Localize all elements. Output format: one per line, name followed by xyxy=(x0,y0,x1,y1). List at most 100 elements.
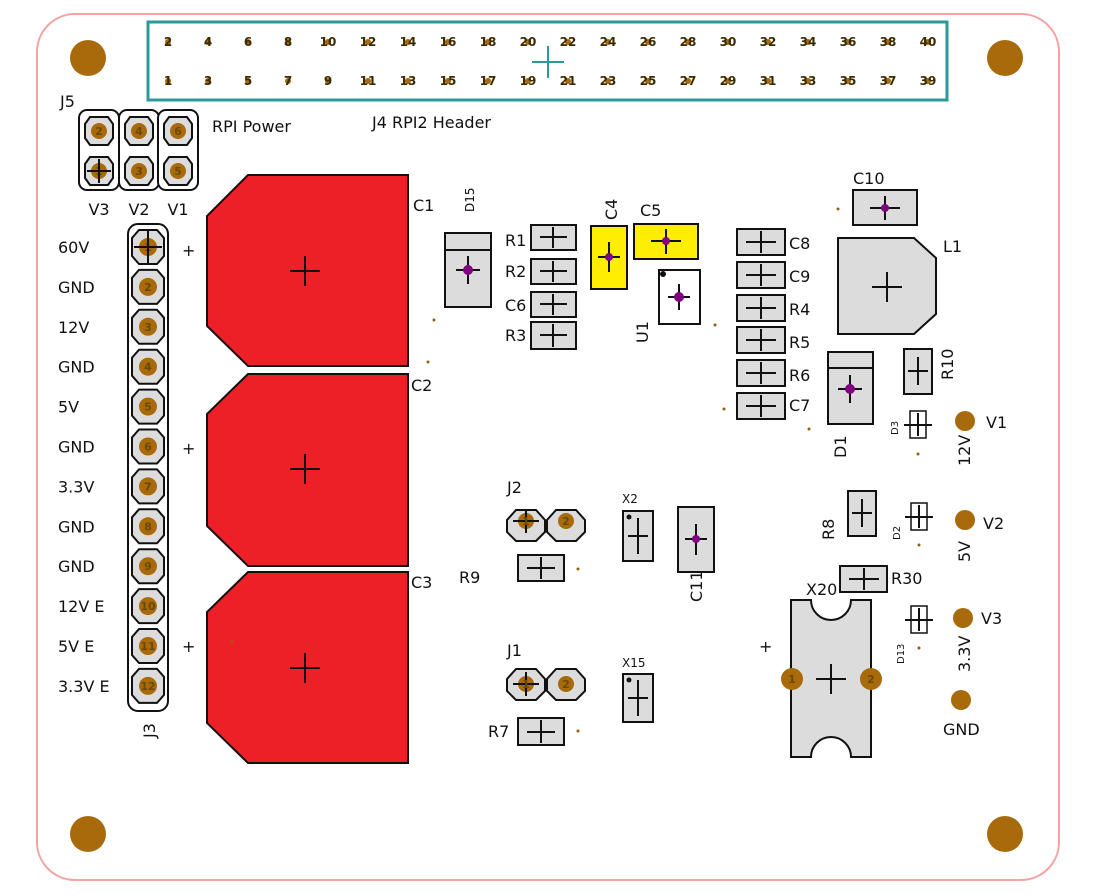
j3-pin-number: 2 xyxy=(144,281,152,294)
header-pin-dot xyxy=(565,39,571,45)
header-pin-label: 13 xyxy=(400,74,417,88)
header-pin-dot xyxy=(405,39,411,45)
j3-pin-label: GND xyxy=(58,438,95,457)
header-pin-dot xyxy=(245,78,251,84)
header-pin-dot xyxy=(365,78,371,84)
header-pin-dot xyxy=(805,39,811,45)
j3-pin-label: 3.3V E xyxy=(58,677,110,696)
svg-text:R3: R3 xyxy=(505,326,526,345)
header-pin-dot xyxy=(285,39,291,45)
svg-text:R10: R10 xyxy=(938,349,957,380)
header-pin-label: 39 xyxy=(920,74,937,88)
j3-pin-label: 12V E xyxy=(58,597,105,616)
header-pin-dot xyxy=(605,78,611,84)
header-pin-label: 8 xyxy=(284,35,292,49)
mounting-hole xyxy=(70,816,106,852)
j3-pin-number: 5 xyxy=(144,401,152,414)
resistor-r5: R5 xyxy=(736,326,810,354)
header-pin-label: 27 xyxy=(680,74,697,88)
capacitor-c10: C10 xyxy=(852,169,918,226)
header-pin-dot xyxy=(645,39,651,45)
svg-text:C6: C6 xyxy=(505,296,526,315)
header-pin-dot xyxy=(405,78,411,84)
output-gnd: GND xyxy=(943,690,980,739)
diode-d3: D3 xyxy=(890,410,932,439)
header-pin-label: 20 xyxy=(520,35,537,49)
j3-pin-number: 8 xyxy=(144,520,152,533)
svg-text:R30: R30 xyxy=(891,569,922,588)
header-pin-label: 29 xyxy=(720,74,737,88)
header-pin-label: 30 xyxy=(720,35,737,49)
diode-d2: D2 xyxy=(892,502,933,540)
header-pin-label: 38 xyxy=(880,35,897,49)
c1-plus: + xyxy=(182,241,195,260)
svg-text:2: 2 xyxy=(562,515,570,528)
header-pin-label: 3 xyxy=(204,74,212,88)
header-pin-label: 2 xyxy=(164,35,172,49)
header-pin-label: 26 xyxy=(640,35,657,49)
svg-text:R9: R9 xyxy=(459,568,480,587)
header-pin-label: 9 xyxy=(324,74,332,88)
svg-text:R6: R6 xyxy=(789,366,810,385)
j5-pin-label: 6 xyxy=(174,125,182,138)
resistor-r6: R6 xyxy=(736,359,810,387)
j5-connector: 21V343V265V1 xyxy=(78,109,199,219)
header-pin-label: 37 xyxy=(880,74,897,88)
diode-d1: D1 xyxy=(827,351,874,458)
svg-text:X15: X15 xyxy=(622,656,646,670)
svg-text:X2: X2 xyxy=(622,492,638,506)
header-pin-label: 25 xyxy=(640,74,657,88)
svg-text:R2: R2 xyxy=(505,262,526,281)
header-pin-dot xyxy=(605,39,611,45)
j3-pin-number: 3 xyxy=(144,321,152,334)
j3-pin-label: GND xyxy=(58,557,95,576)
header-pin-dot xyxy=(245,39,251,45)
j3-pin-label: 3.3V xyxy=(58,477,94,496)
header-pin-dot xyxy=(645,78,651,84)
header-pin-label: 23 xyxy=(600,74,617,88)
header-pin-label: 36 xyxy=(840,35,857,49)
cap-c1: + C1 xyxy=(182,174,434,367)
header-pin-dot xyxy=(525,39,531,45)
resistor-r3: R3 xyxy=(505,321,577,350)
header-pin-dot xyxy=(725,39,731,45)
svg-text:C10: C10 xyxy=(853,169,885,188)
svg-text:12V: 12V xyxy=(955,435,974,466)
header-pin-label: 34 xyxy=(800,35,817,49)
header-pin-dot xyxy=(165,39,171,45)
j3-pin-number: 12 xyxy=(140,680,155,693)
j5-column-label: V3 xyxy=(88,200,109,219)
header-pin-dot xyxy=(765,39,771,45)
svg-text:J1: J1 xyxy=(506,641,522,660)
resistor-r10: R10 xyxy=(903,348,957,395)
svg-text:R7: R7 xyxy=(488,722,509,741)
header-pin-dot xyxy=(845,78,851,84)
header-pin-dot xyxy=(205,39,211,45)
resistor-r8: R8 xyxy=(819,490,877,540)
output-v1: V1 12V xyxy=(955,411,1007,466)
svg-text:J2: J2 xyxy=(506,478,522,497)
c1-label: C1 xyxy=(413,196,434,215)
j5-pin-label: 2 xyxy=(95,125,103,138)
header-pin-label: 33 xyxy=(800,74,817,88)
svg-text:L1: L1 xyxy=(943,237,962,256)
header-pin-label: 5 xyxy=(244,74,252,88)
header-pin-dot xyxy=(485,78,491,84)
svg-text:2: 2 xyxy=(867,673,875,686)
svg-text:C9: C9 xyxy=(789,267,810,286)
svg-text:1: 1 xyxy=(522,515,530,528)
header-pin-dot xyxy=(925,78,931,84)
header-pin-dot xyxy=(205,78,211,84)
j5-column-label: V1 xyxy=(167,200,188,219)
j4-label: J4 RPI2 Header xyxy=(371,113,491,132)
svg-text:D2: D2 xyxy=(892,526,903,540)
j3-pin-label: 60V xyxy=(58,238,89,257)
output-v3: V3 3.3V xyxy=(953,608,1002,672)
header-pin-dot xyxy=(525,78,531,84)
mounting-hole xyxy=(70,40,106,76)
svg-text:X20: X20 xyxy=(806,580,837,599)
svg-text:D13: D13 xyxy=(896,644,907,664)
header-pin-dot xyxy=(365,39,371,45)
header-pin-dot xyxy=(285,78,291,84)
svg-text:R1: R1 xyxy=(505,231,526,250)
